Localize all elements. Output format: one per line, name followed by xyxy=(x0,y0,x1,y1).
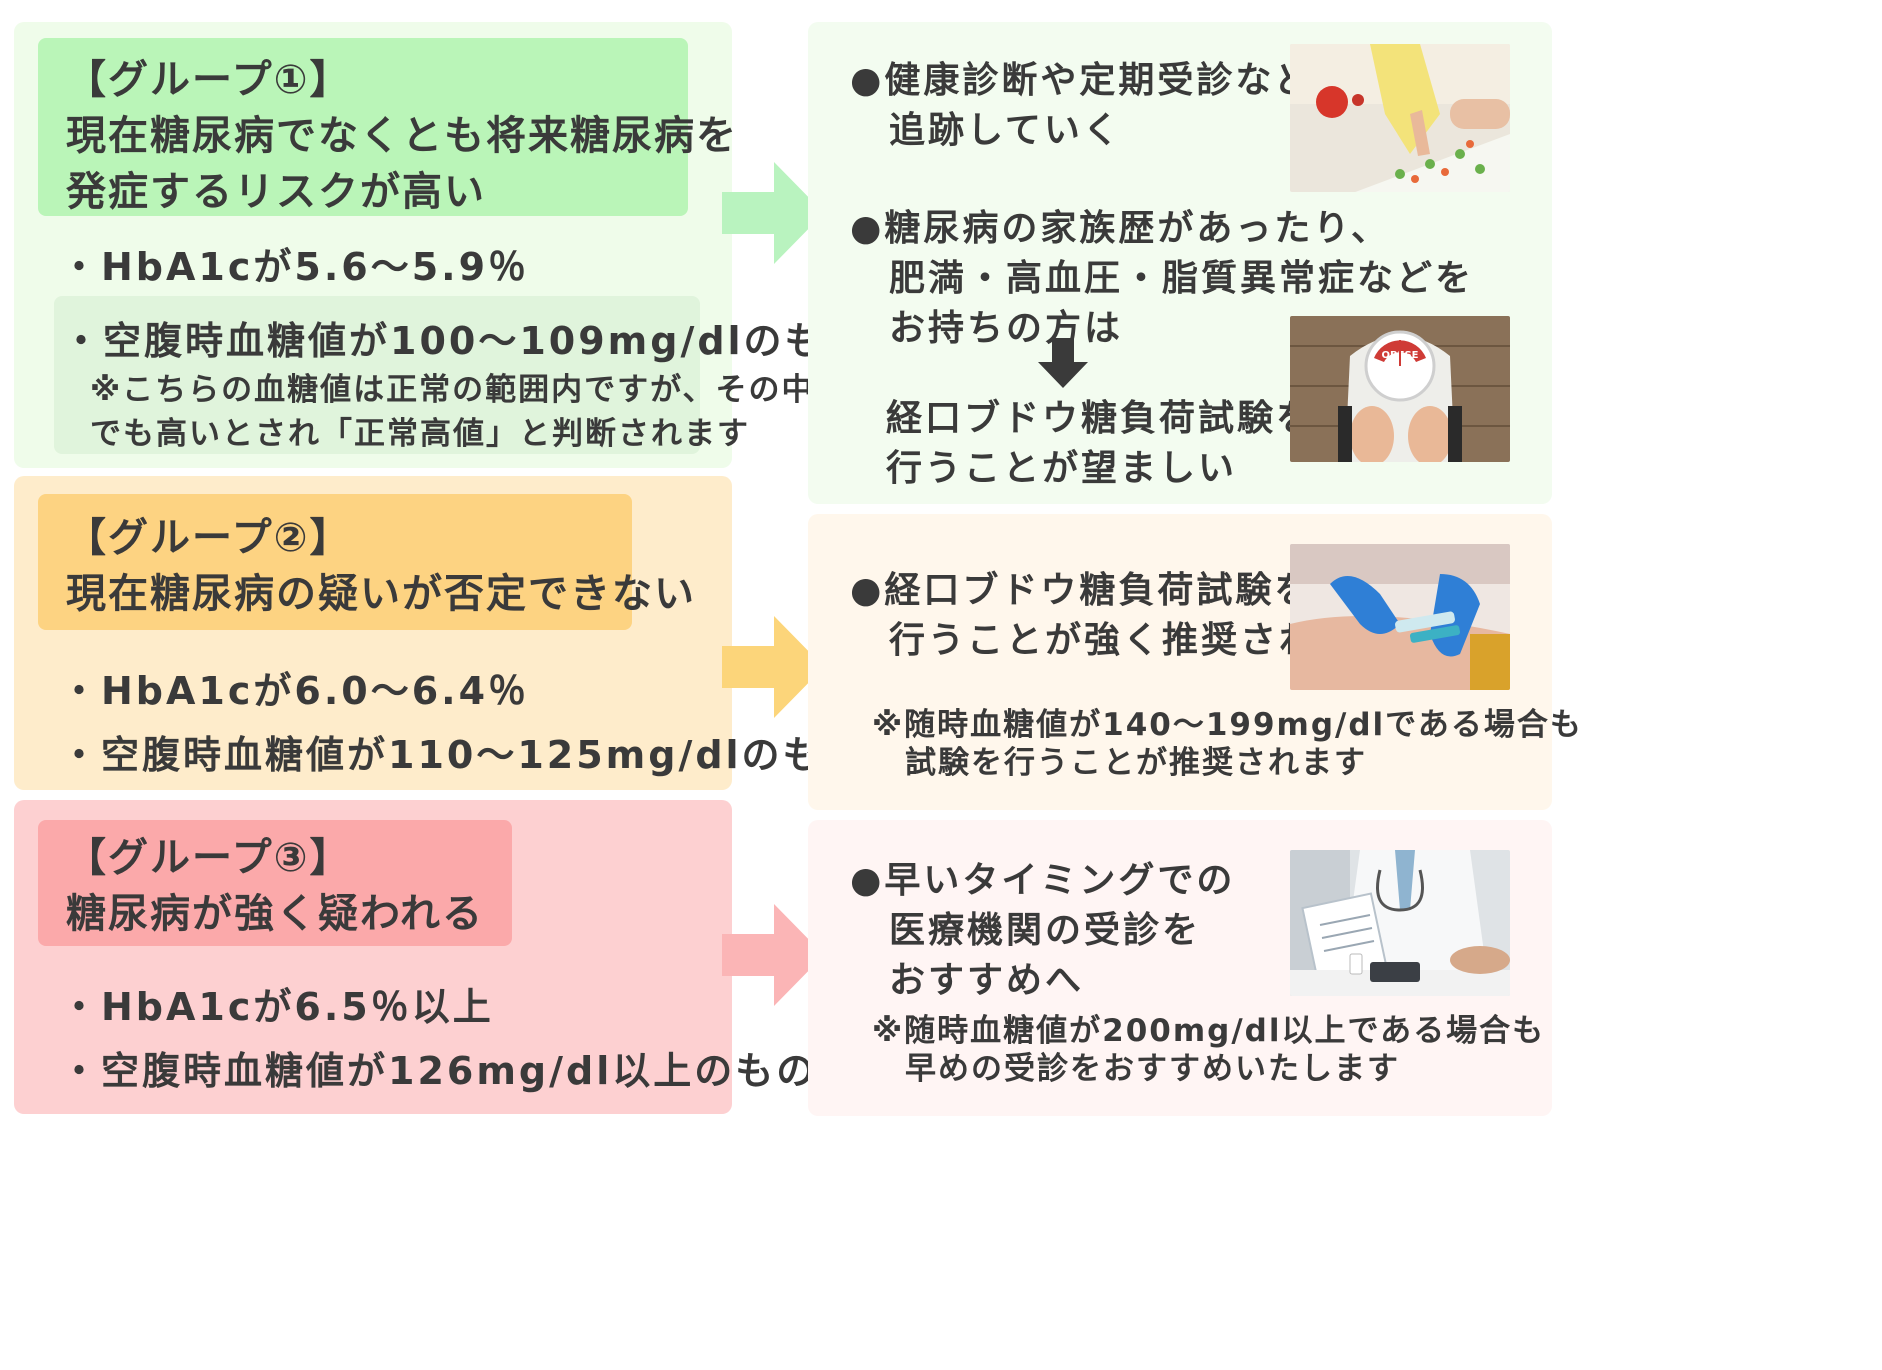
group-1-note-line-1: ※こちらの血糖値は正常の範囲内ですが、その中 xyxy=(90,372,815,408)
group-1-panel: 【グループ①】 現在糖尿病でなくとも将来糖尿病を 発症するリスクが高い ・HbA… xyxy=(14,22,864,468)
action-3-note-line-2: 早めの受診をおすすめいたします xyxy=(872,1051,1400,1087)
action-1-item-2-line-1: ●糖尿病の家族歴があったり、 xyxy=(850,208,1390,249)
action-3-item-1-line-1: ●早いタイミングでの xyxy=(850,860,1236,901)
group-3-header: 【グループ③】 糖尿病が強く疑われる xyxy=(38,820,512,946)
action-2-note-line-2: 試験を行うことが推奨されます xyxy=(872,745,1367,781)
action-1-item-2-line-2: 肥満・高血圧・脂質異常症などを xyxy=(850,258,1475,299)
action-2-item-1: ●経口ブドウ糖負荷試験を 行うことが強く推奨される xyxy=(850,566,1357,666)
group-3-title: 【グループ③】 xyxy=(66,835,352,881)
action-1-item-2: ●糖尿病の家族歴があったり、 肥満・高血圧・脂質異常症などを お持ちの方は xyxy=(850,204,1474,354)
group-1-desc-line-2: 発症するリスクが高い xyxy=(66,169,486,215)
action-3-item-1-line-2: 医療機関の受診を xyxy=(850,910,1202,951)
scale-photo: OBESE xyxy=(1290,316,1510,462)
action-2-panel: ●経口ブドウ糖負荷試験を 行うことが強く推奨される ※随時血糖値が140〜199… xyxy=(808,514,1581,810)
action-1-result: 経口ブドウ糖負荷試験を 行うことが望ましい xyxy=(886,394,1315,494)
food-chart-photo xyxy=(1290,44,1510,192)
group-3-desc-line-1: 糖尿病が強く疑われる xyxy=(66,891,484,937)
group-3-arrow-icon xyxy=(722,904,824,1006)
action-3-panel: ●早いタイミングでの 医療機関の受診を おすすめへ ※随時血糖値が200mg/d… xyxy=(808,820,1552,1116)
action-1-item-2-line-3: お持ちの方は xyxy=(850,308,1124,349)
action-2-item-1-line-2: 行うことが強く推奨される xyxy=(850,620,1358,661)
group-1-criterion-glucose: ・空腹時血糖値が100〜109mg/dlのもの xyxy=(62,319,867,363)
group-2-title: 【グループ②】 xyxy=(66,515,352,561)
action-2-item-1-line-1: ●経口ブドウ糖負荷試験を xyxy=(850,570,1314,611)
action-1-item-1: ●健康診断や定期受診などで 追跡していく xyxy=(850,56,1352,156)
group-1-desc-line-1: 現在糖尿病でなくとも将来糖尿病を xyxy=(66,113,738,159)
group-2-desc-line-1: 現在糖尿病の疑いが否定できない xyxy=(66,571,696,617)
doctor-consultation-photo xyxy=(1290,850,1510,996)
group-2-arrow-icon xyxy=(722,616,824,718)
group-2-criterion-glucose: ・空腹時血糖値が110〜125mg/dlのもの xyxy=(60,733,865,777)
action-1-item-1-line-2: 追跡していく xyxy=(850,110,1122,151)
group-3-criterion-hba1c: ・HbA1cが6.5％以上 xyxy=(60,985,494,1029)
group-1-criterion-hba1c: ・HbA1cが5.6〜5.9％ xyxy=(60,245,530,289)
group-3-criterion-glucose: ・空腹時血糖値が126mg/dl以上のもの xyxy=(60,1049,818,1093)
group-1-title: 【グループ①】 xyxy=(66,57,352,103)
group-2-header: 【グループ②】 現在糖尿病の疑いが否定できない xyxy=(38,494,696,630)
group-1-header: 【グループ①】 現在糖尿病でなくとも将来糖尿病を 発症するリスクが高い xyxy=(38,38,738,216)
action-2-note-line-1: ※随時血糖値が140〜199mg/dlである場合も xyxy=(872,707,1583,743)
blood-test-photo xyxy=(1290,544,1510,690)
action-1-result-line-1: 経口ブドウ糖負荷試験を xyxy=(886,398,1316,439)
group-2-panel: 【グループ②】 現在糖尿病の疑いが否定できない ・HbA1cが6.0〜6.4％ … xyxy=(14,476,862,790)
action-1-panel: ●健康診断や定期受診などで 追跡していく ●糖尿病の家族歴があったり、 肥満・高… xyxy=(808,22,1552,504)
action-3-note-line-1: ※随時血糖値が200mg/dl以上である場合も xyxy=(872,1013,1546,1049)
group-3-panel: 【グループ③】 糖尿病が強く疑われる ・HbA1cが6.5％以上 ・空腹時血糖値… xyxy=(14,800,814,1114)
action-1-item-1-line-1: ●健康診断や定期受診などで xyxy=(850,60,1352,101)
action-1-result-line-2: 行うことが望ましい xyxy=(886,448,1238,489)
group-1-glucose-box: ・空腹時血糖値が100〜109mg/dlのもの ※こちらの血糖値は正常の範囲内で… xyxy=(54,296,864,456)
group-2-criterion-hba1c: ・HbA1cが6.0〜6.4％ xyxy=(60,669,530,713)
group-1-note: ※こちらの血糖値は正常の範囲内ですが、その中 でも高いとされ「正常高値」と判断さ… xyxy=(90,368,815,456)
action-3-note: ※随時血糖値が200mg/dl以上である場合も 早めの受診をおすすめいたします xyxy=(872,1012,1545,1088)
action-3-item-1-line-3: おすすめへ xyxy=(850,960,1085,1001)
group-1-arrow-icon xyxy=(722,162,824,264)
action-2-note: ※随時血糖値が140〜199mg/dlである場合も 試験を行うことが推奨されます xyxy=(872,706,1583,782)
group-1-note-line-2: でも高いとされ「正常高値」と判断されます xyxy=(90,416,750,452)
down-arrow-icon xyxy=(1038,338,1088,388)
action-3-item-1: ●早いタイミングでの 医療機関の受診を おすすめへ xyxy=(850,856,1235,1006)
